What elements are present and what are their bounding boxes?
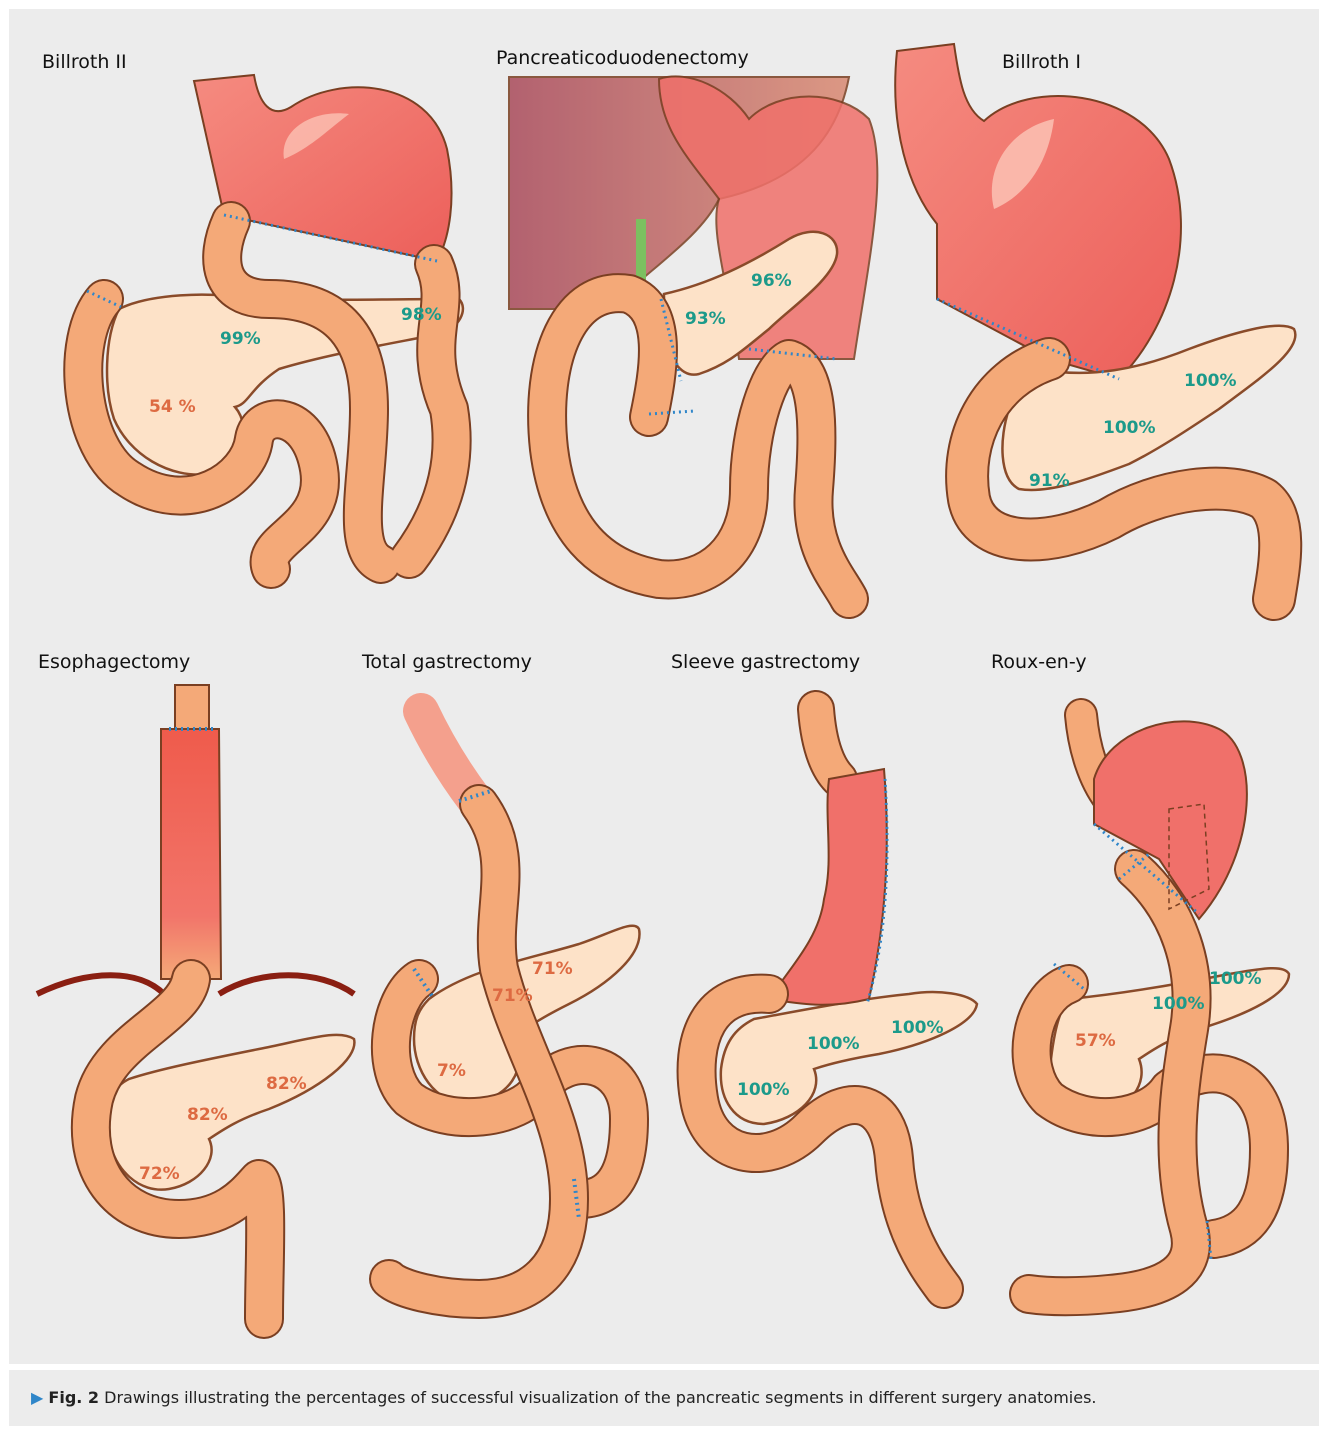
percent-label: 100%: [1209, 969, 1262, 989]
percent-label: 100%: [1103, 418, 1156, 438]
gastric-conduit: [161, 729, 221, 979]
percent-label: 93%: [685, 309, 726, 329]
sleeve-stomach: [769, 769, 887, 1005]
diaphragm: [37, 975, 164, 994]
panel-title: Roux-en-y: [991, 651, 1087, 673]
esophagus: [421, 711, 474, 799]
diaphragm: [219, 975, 354, 994]
caption-text: Drawings illustrating the percentages of…: [104, 1388, 1096, 1407]
caption-marker-icon: ▶: [31, 1388, 43, 1407]
figure-caption: ▶ Fig. 2 Drawings illustrating the perce…: [31, 1388, 1097, 1407]
caption-band: ▶ Fig. 2 Drawings illustrating the perce…: [9, 1370, 1319, 1426]
percent-label: 54 %: [149, 397, 196, 417]
percent-label: 71%: [492, 986, 533, 1006]
panel-title: Esophagectomy: [38, 651, 190, 673]
figure-label: Fig. 2: [48, 1388, 99, 1407]
percent-label: 57%: [1075, 1031, 1116, 1051]
billroth-i-diagram: Billroth I 100% 100% 91%: [895, 44, 1295, 599]
total-gastrectomy-diagram: Total gastrectomy 71% 71% 7%: [361, 651, 639, 1299]
esophagectomy-diagram: Esophagectomy 82% 82% 72%: [37, 651, 354, 1319]
percent-label: 100%: [1184, 371, 1237, 391]
percent-label: 82%: [266, 1074, 307, 1094]
roux-en-y-diagram: Roux-en-y 100% 100% 57%: [991, 651, 1289, 1296]
percent-label: 7%: [437, 1061, 466, 1081]
pancreaticoduodenectomy-diagram: Pancreaticoduodenectomy 96% 93%: [496, 47, 877, 599]
esophagus-stump: [175, 685, 209, 729]
percent-label: 100%: [1152, 994, 1205, 1014]
panel-title: Billroth I: [1002, 51, 1081, 73]
panel-title: Sleeve gastrectomy: [671, 651, 860, 673]
stomach: [895, 44, 1181, 379]
anatomy-drawings: Billroth II 99% 98% 54 % Pancreaticoduod…: [9, 9, 1319, 1364]
panel-title: Total gastrectomy: [361, 651, 532, 673]
percent-label: 98%: [401, 305, 442, 325]
percent-label: 100%: [737, 1080, 790, 1100]
percent-label: 100%: [807, 1034, 860, 1054]
percent-label: 82%: [187, 1105, 228, 1125]
percent-label: 91%: [1029, 471, 1070, 491]
percent-label: 72%: [139, 1164, 180, 1184]
panel-title: Pancreaticoduodenectomy: [496, 47, 749, 69]
billroth-ii-diagram: Billroth II 99% 98% 54 %: [42, 51, 463, 569]
percent-label: 100%: [891, 1018, 944, 1038]
sleeve-gastrectomy-diagram: Sleeve gastrectomy 100% 100% 100%: [671, 651, 977, 1289]
percent-label: 99%: [220, 329, 261, 349]
panel-title: Billroth II: [42, 51, 127, 73]
percent-label: 96%: [751, 271, 792, 291]
percent-label: 71%: [532, 959, 573, 979]
